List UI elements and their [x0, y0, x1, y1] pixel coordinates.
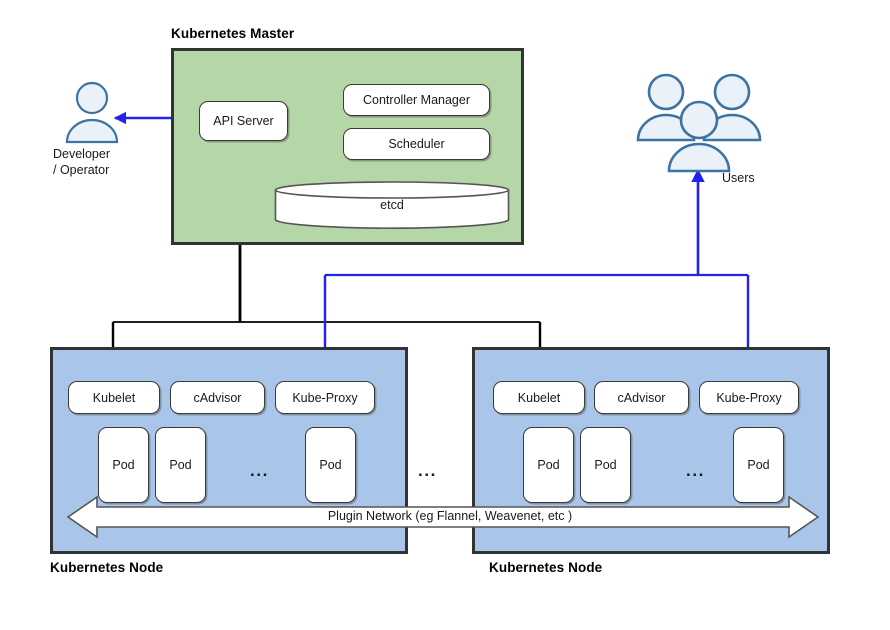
- between-nodes-ellipsis: ...: [418, 461, 437, 480]
- node-left-title: Kubernetes Node: [50, 560, 164, 575]
- node-right-pod-2[interactable]: Pod: [580, 427, 631, 503]
- scheduler-box[interactable]: Scheduler: [343, 128, 490, 160]
- api-server-label: API Server: [213, 114, 274, 128]
- node-right-pod-3[interactable]: Pod: [733, 427, 784, 503]
- node-right-title: Kubernetes Node: [489, 560, 603, 575]
- node-left-pod-2[interactable]: Pod: [155, 427, 206, 503]
- node-left-kube-proxy-label: Kube-Proxy: [292, 390, 358, 405]
- people-group-icon: [636, 73, 762, 173]
- node-left-pod-1[interactable]: Pod: [98, 427, 149, 503]
- plugin-network-label: Plugin Network (eg Flannel, Weavenet, et…: [327, 509, 573, 523]
- node-left-cadvisor-box[interactable]: cAdvisor: [170, 381, 265, 414]
- controller-manager-label: Controller Manager: [363, 93, 470, 107]
- users-label: Users: [722, 171, 755, 185]
- master-title: Kubernetes Master: [171, 26, 295, 41]
- node-right-kube-proxy-box[interactable]: Kube-Proxy: [699, 381, 799, 414]
- pod-label: Pod: [537, 458, 560, 472]
- developer-label-line2: / Operator: [53, 163, 110, 177]
- pod-label: Pod: [169, 458, 192, 472]
- etcd-label: etcd: [380, 198, 404, 212]
- plugin-network-double-arrow: [66, 495, 820, 539]
- node-left-pod-3[interactable]: Pod: [305, 427, 356, 503]
- api-server-box[interactable]: API Server: [199, 101, 288, 141]
- etcd-cylinder-shape: [274, 181, 510, 229]
- node-left-kubelet-label: Kubelet: [92, 390, 136, 405]
- developer-label-line1: Developer: [53, 147, 110, 161]
- controller-manager-box[interactable]: Controller Manager: [343, 84, 490, 116]
- node-right-kubelet-label: Kubelet: [517, 390, 561, 405]
- node-left-kubelet-box[interactable]: Kubelet: [68, 381, 160, 414]
- pod-label: Pod: [747, 458, 770, 472]
- node-right-kubelet-box[interactable]: Kubelet: [493, 381, 585, 414]
- node-left-pods-ellipsis: ...: [250, 461, 269, 480]
- pod-label: Pod: [112, 458, 135, 472]
- node-right-cadvisor-box[interactable]: cAdvisor: [594, 381, 689, 414]
- node-right-cadvisor-label: cAdvisor: [617, 390, 666, 405]
- node-right-pods-ellipsis: ...: [686, 461, 705, 480]
- pod-label: Pod: [594, 458, 617, 472]
- node-right-kube-proxy-label: Kube-Proxy: [716, 390, 782, 405]
- node-left-kube-proxy-box[interactable]: Kube-Proxy: [275, 381, 375, 414]
- pod-label: Pod: [319, 458, 342, 472]
- scheduler-label: Scheduler: [388, 137, 445, 151]
- node-right-pod-1[interactable]: Pod: [523, 427, 574, 503]
- node-left-cadvisor-label: cAdvisor: [193, 390, 242, 405]
- developer-operator-label: Developer / Operator: [53, 146, 163, 178]
- person-icon: [65, 81, 119, 144]
- etcd-cylinder[interactable]: etcd: [274, 181, 510, 229]
